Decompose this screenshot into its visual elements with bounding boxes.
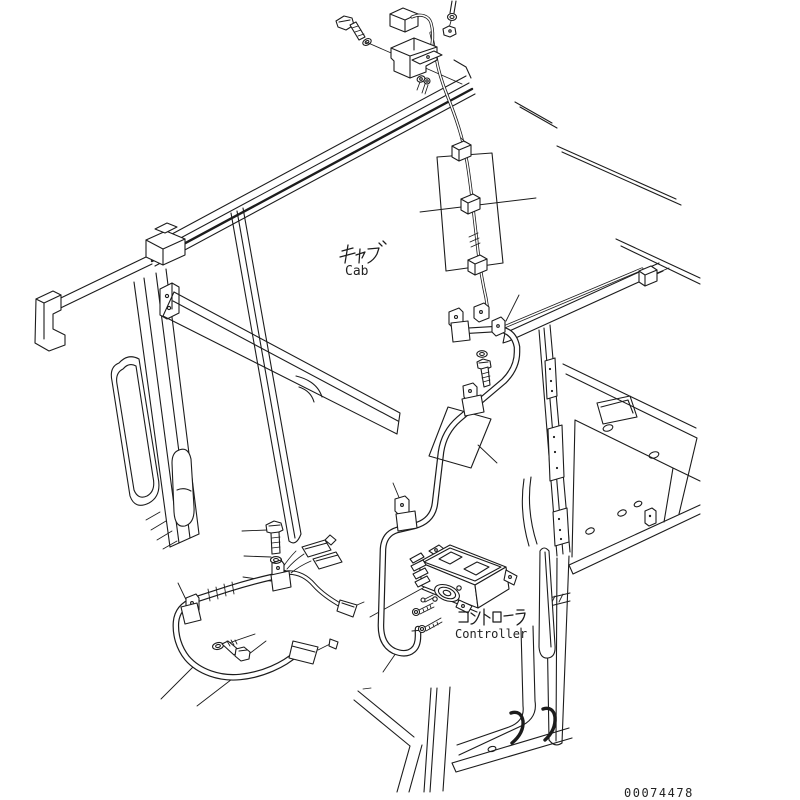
harness-clamp-low — [394, 495, 418, 532]
rear-pillar-lower — [521, 476, 571, 746]
controller-screw-2 — [417, 617, 443, 634]
cab-harness — [172, 520, 365, 681]
cab-label-ja: キャブ — [339, 240, 387, 264]
door-latch — [171, 448, 195, 527]
wire-routing-panel — [436, 152, 504, 272]
harness-p-clamp-elbow — [270, 559, 292, 592]
controller-screw-1 — [411, 602, 435, 617]
rear-right-pillar — [538, 324, 571, 557]
wire-clip-1 — [451, 137, 472, 162]
harness-clamp-top — [448, 307, 471, 343]
wire-end-grommet — [473, 302, 490, 323]
rear-floor-frame — [562, 363, 701, 575]
main-harness — [377, 307, 521, 657]
wire-splice — [468, 232, 481, 248]
controller-round-connector — [432, 583, 462, 603]
drawing-number: 00074478 — [624, 786, 694, 800]
harness-routing-panel — [428, 406, 492, 469]
bracket-screw — [421, 77, 431, 95]
roof-left-corner-bracket — [145, 222, 186, 266]
cab-label-en: Cab — [345, 264, 369, 279]
controller-tab-right — [503, 569, 518, 586]
wire-clip-2 — [460, 193, 481, 215]
labels: キャブ Cab コントローラ Controller — [339, 240, 527, 641]
harness-connector-b — [312, 551, 343, 570]
roof-rear-beam — [502, 262, 670, 344]
grab-handle — [110, 356, 160, 506]
bracket-bolt — [221, 639, 251, 662]
harness-connector-a — [301, 534, 337, 558]
roof-mount-assembly — [335, 0, 458, 95]
center-a-pillar — [230, 207, 323, 544]
roof-panel-edges — [514, 101, 701, 285]
roof-front-rail — [145, 59, 476, 267]
roof-bolt — [476, 358, 492, 388]
bracket-washer — [212, 641, 224, 651]
sensor-box — [389, 7, 419, 33]
front-corner-bracket — [34, 290, 66, 352]
mount-washer — [362, 38, 372, 46]
clamp-washer — [269, 556, 283, 564]
antenna-rod — [442, 0, 458, 38]
clamp-bolt — [265, 520, 284, 555]
controller-label-ja: コントローラ — [458, 608, 526, 626]
roof-wire-run — [416, 31, 504, 388]
controller-connector-fins — [409, 552, 431, 588]
harness-bend-tab — [491, 316, 506, 337]
harness-connector-c — [336, 599, 365, 618]
windshield-beam — [162, 291, 401, 435]
mount-bracket — [390, 37, 443, 79]
cab-structure — [34, 59, 701, 793]
harness-p-clamp-left — [180, 593, 202, 625]
mount-bolt — [335, 15, 366, 41]
roof-edge-grommet — [416, 75, 426, 91]
controller-label-en: Controller — [455, 627, 527, 641]
harness-connector-d — [288, 638, 339, 665]
wire-clip-3 — [467, 254, 488, 276]
harness-clamp-mid — [461, 382, 485, 417]
controller-pin — [420, 594, 434, 603]
bottom-frame — [353, 625, 573, 793]
roof-washer — [476, 350, 488, 358]
